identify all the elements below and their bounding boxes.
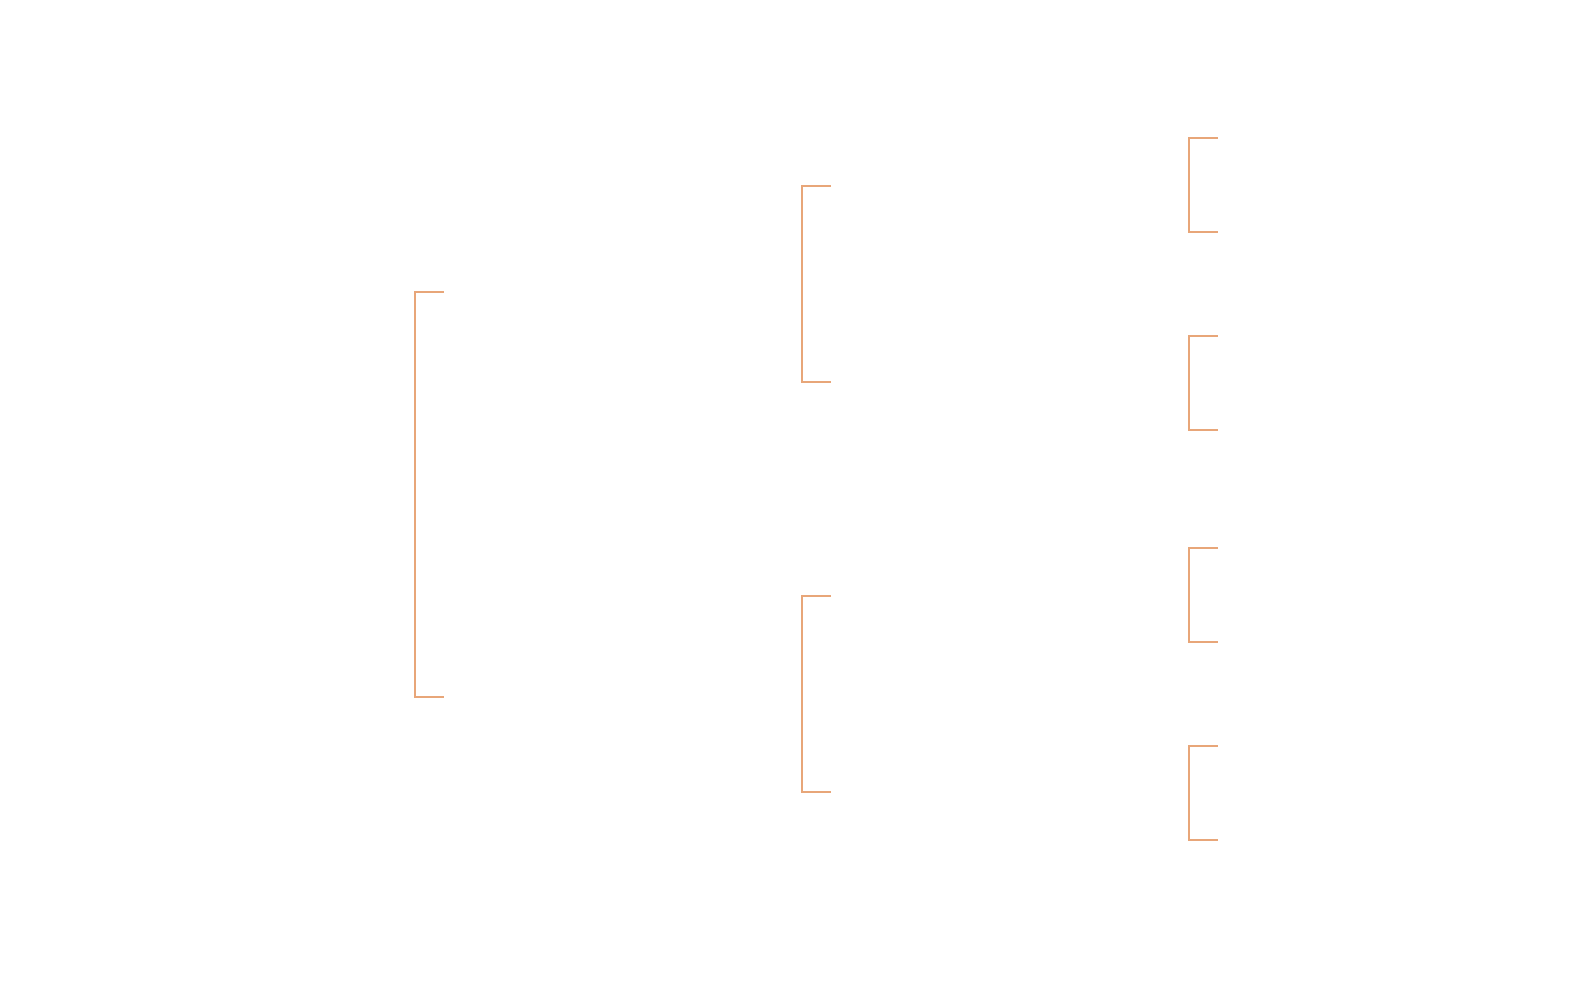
bracket-a2 [1188, 335, 1218, 431]
bracket-a [801, 185, 831, 383]
bracket-b1 [1188, 547, 1218, 643]
bracket-a1 [1188, 137, 1218, 233]
bracket-b2 [1188, 745, 1218, 841]
bracket-group [414, 137, 1218, 841]
bracket-b [801, 595, 831, 793]
bracket-root [414, 291, 444, 698]
